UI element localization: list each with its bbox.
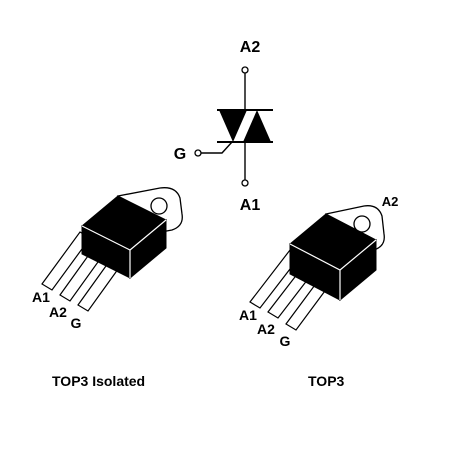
package1-pin-label-a2: A2 bbox=[49, 304, 67, 320]
package2-tab-label-a2: A2 bbox=[382, 194, 399, 209]
symbol-pin-label-a2: A2 bbox=[240, 39, 261, 56]
package2-caption: TOP3 bbox=[308, 373, 345, 389]
symbol-pin-label-a1: A1 bbox=[240, 197, 261, 214]
terminal-a1-dot bbox=[241, 179, 249, 187]
triangle-up-icon bbox=[243, 110, 271, 142]
symbol-pin-label-g: G bbox=[174, 146, 186, 163]
terminal-a2-dot bbox=[241, 66, 249, 74]
triac-symbol-icon: A2 A1 G bbox=[174, 39, 273, 214]
to-package-icon-standard: A2 A1 A2 G bbox=[239, 194, 398, 349]
gate-lead-line bbox=[201, 141, 233, 154]
package1-pin-label-a1: A1 bbox=[32, 289, 50, 305]
triangle-down-icon bbox=[219, 110, 247, 142]
terminal-g-dot bbox=[194, 149, 202, 157]
package2-pin-label-g: G bbox=[280, 333, 291, 349]
package2-pin-label-a2: A2 bbox=[257, 321, 275, 337]
mounting-hole-icon bbox=[353, 215, 371, 233]
mounting-hole-icon bbox=[150, 197, 168, 215]
package2-pin-label-a1: A1 bbox=[239, 307, 257, 323]
to-package-icon-isolated: A1 A2 G bbox=[32, 187, 183, 331]
package1-caption: TOP3 Isolated bbox=[52, 373, 146, 389]
package1-pin-label-g: G bbox=[71, 315, 82, 331]
